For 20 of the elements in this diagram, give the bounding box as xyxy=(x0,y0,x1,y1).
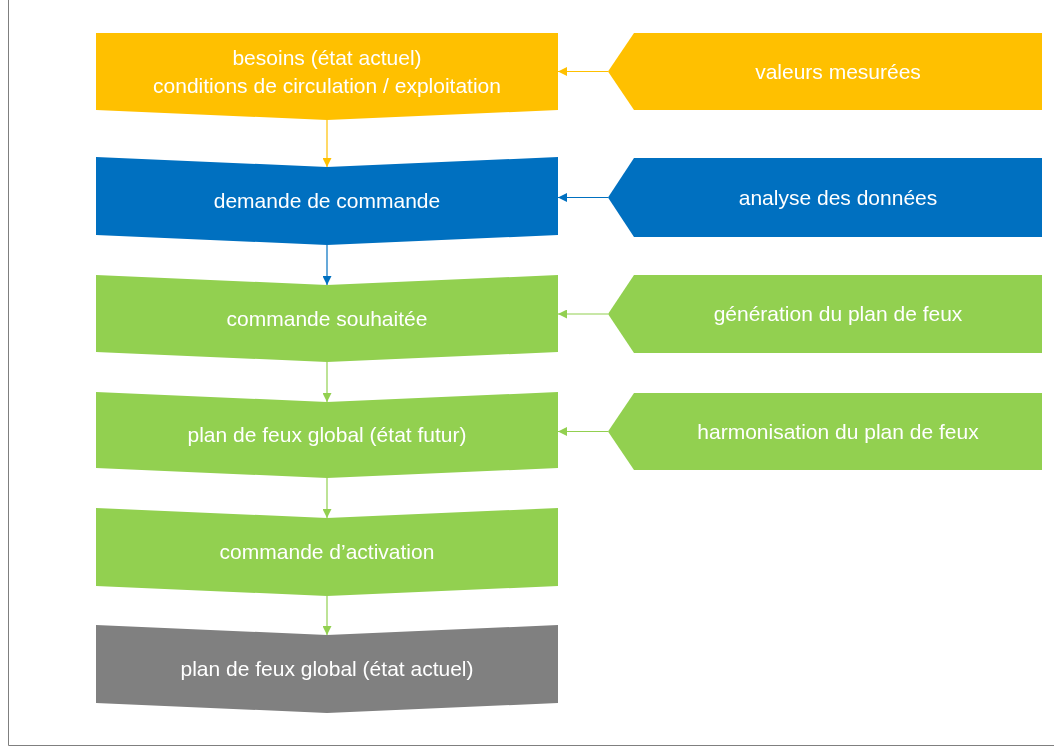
node-label: valeurs mesurées xyxy=(755,58,921,85)
node-label: plan de feux global (état actuel) xyxy=(180,656,474,683)
arrow xyxy=(322,119,332,168)
node-label: demande de commande xyxy=(213,188,441,215)
arrow xyxy=(557,427,609,436)
node-label: harmonisation du plan de feux xyxy=(697,418,979,445)
arrow xyxy=(557,309,609,319)
node-label: plan de feux global (état futur) xyxy=(187,422,467,449)
arrow xyxy=(322,477,332,519)
node-label: besoins (état actuel) xyxy=(232,45,422,72)
node-label: commande souhaitée xyxy=(226,305,428,332)
node-label: commande d’activation xyxy=(219,539,435,566)
node-label: analyse des données xyxy=(738,184,938,211)
arrow xyxy=(322,595,332,636)
node-label: génération du plan de feux xyxy=(713,301,963,328)
arrow xyxy=(557,67,609,76)
arrow xyxy=(322,244,332,286)
node-label: conditions de circulation / exploitation xyxy=(153,72,501,99)
arrow xyxy=(322,361,332,403)
arrow xyxy=(557,193,609,202)
